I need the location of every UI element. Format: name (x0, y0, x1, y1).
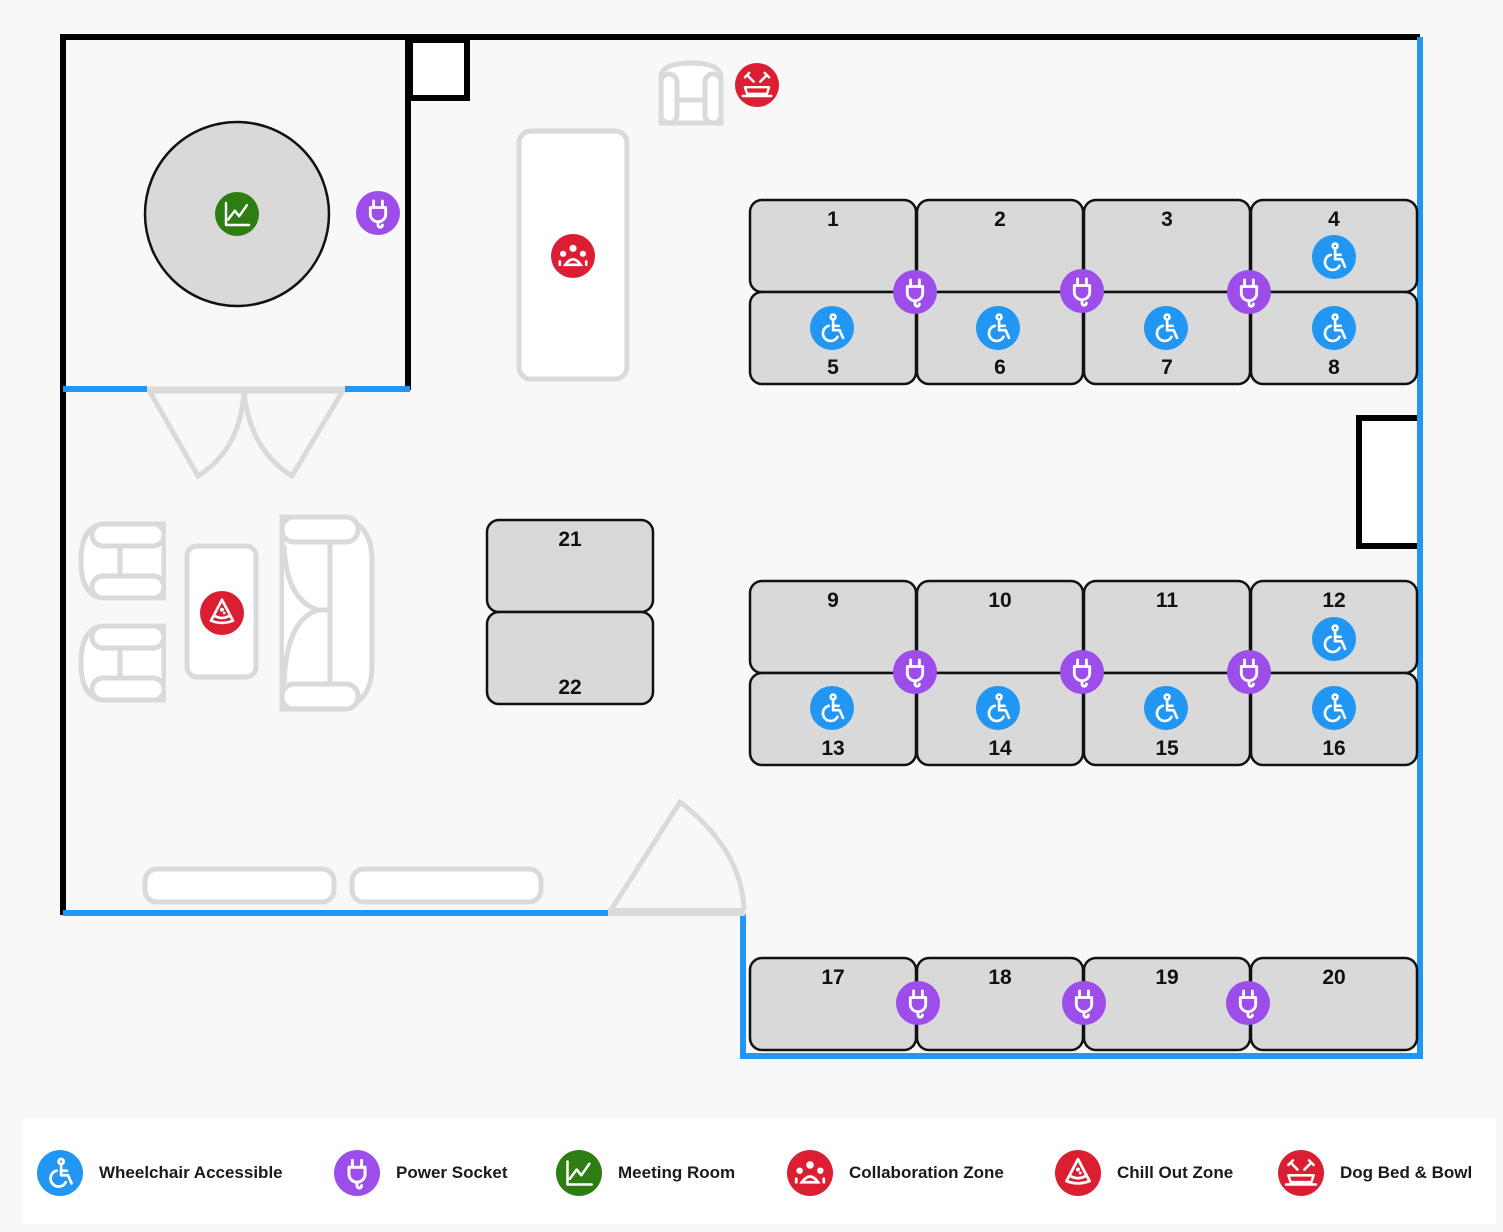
desk-label: 22 (558, 676, 581, 699)
desk-label: 7 (1161, 356, 1173, 379)
desk-label: 14 (988, 737, 1012, 760)
collaboration-zone-icon (787, 1150, 833, 1196)
walls (60, 34, 1423, 1059)
desk-label: 5 (827, 356, 839, 379)
wheelchair-icon (810, 306, 854, 350)
legend: Wheelchair Accessible Power Socket Meeti… (22, 1118, 1496, 1224)
meeting-room-icon (556, 1150, 602, 1196)
power-socket-icon (1226, 981, 1270, 1025)
power-socket-icon (1227, 270, 1271, 314)
desk-label: 13 (821, 737, 844, 760)
desk-label: 19 (1155, 966, 1178, 989)
wheelchair-icon (1144, 306, 1188, 350)
desk-label: 10 (988, 589, 1011, 612)
legend-label: Chill Out Zone (1117, 1163, 1234, 1182)
desk-label: 4 (1328, 208, 1340, 231)
armchair (81, 626, 164, 700)
power-socket-icon (334, 1150, 380, 1196)
desk-label: 2 (994, 208, 1006, 231)
doors (147, 386, 747, 916)
desk-label: 18 (988, 966, 1012, 989)
power-socket-icon (893, 650, 937, 694)
legend-item-dog: Dog Bed & Bowl (1278, 1150, 1472, 1196)
desk-label: 3 (1161, 208, 1173, 231)
bench (349, 866, 544, 905)
dog-bed-bowl-icon (1278, 1150, 1324, 1196)
chill-out-zone-icon (1055, 1150, 1101, 1196)
desk-layer (485, 198, 1419, 1052)
power-socket-icon (1060, 269, 1104, 313)
wheelchair-icon (1312, 306, 1356, 350)
power-socket-icon (1060, 650, 1104, 694)
desk-label: 1 (827, 208, 839, 231)
power-socket-icon (356, 191, 400, 235)
desk-label: 17 (821, 966, 844, 989)
desk-label: 12 (1322, 589, 1345, 612)
lounge-furniture (81, 63, 721, 905)
desk-label: 11 (1156, 589, 1179, 612)
legend-label: Wheelchair Accessible (99, 1163, 283, 1182)
wheelchair-icon (1312, 617, 1356, 661)
armchair (661, 63, 721, 123)
power-socket-icon (896, 981, 940, 1025)
wheelchair-icon (976, 686, 1020, 730)
legend-item-wheelchair: Wheelchair Accessible (37, 1150, 283, 1196)
wheelchair-icon (1312, 686, 1356, 730)
legend-item-chill: Chill Out Zone (1055, 1150, 1233, 1196)
meeting-room-icon (215, 192, 259, 236)
legend-label: Meeting Room (618, 1163, 736, 1182)
legend-item-collaboration: Collaboration Zone (787, 1150, 1004, 1196)
wheelchair-icon (810, 686, 854, 730)
desk-label: 15 (1155, 737, 1179, 760)
desk-label: 21 (558, 528, 582, 551)
legend-label: Dog Bed & Bowl (1340, 1163, 1473, 1182)
desk-22[interactable] (485, 610, 655, 706)
wheelchair-icon (37, 1150, 83, 1196)
legend-item-meeting: Meeting Room (556, 1150, 735, 1196)
legend-label: Collaboration Zone (849, 1163, 1004, 1182)
desk-label: 9 (827, 589, 839, 612)
power-socket-icon (1062, 981, 1106, 1025)
desk-label: 6 (994, 356, 1006, 379)
desk-label: 20 (1322, 966, 1345, 989)
sofa (279, 514, 375, 712)
chill-out-zone-icon (200, 591, 244, 635)
legend-item-power: Power Socket (334, 1150, 508, 1196)
desk-label: 16 (1322, 737, 1345, 760)
power-socket-icon (1227, 650, 1271, 694)
dog-bed-bowl-icon (735, 63, 779, 107)
power-socket-icon (893, 270, 937, 314)
wheelchair-icon (1144, 686, 1188, 730)
wheelchair-icon (1312, 235, 1356, 279)
collaboration-zone-icon (551, 234, 595, 278)
desk-label: 8 (1328, 356, 1340, 379)
wheelchair-icon (976, 306, 1020, 350)
legend-label: Power Socket (396, 1163, 508, 1182)
bench (142, 866, 337, 905)
armchair (81, 524, 164, 598)
